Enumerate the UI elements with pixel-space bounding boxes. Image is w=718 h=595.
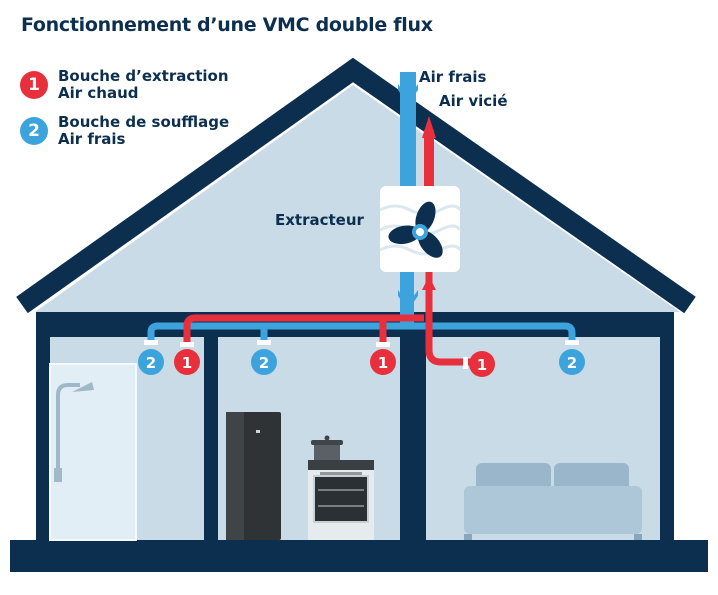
fan-icon — [388, 201, 443, 258]
stale-air-arrow-icon — [422, 116, 436, 138]
fridge-side — [226, 412, 244, 540]
pot-icon — [314, 444, 340, 460]
inner-wall-right — [400, 337, 426, 542]
legend-text-extraction: Bouche d’extraction Air chaud — [58, 68, 229, 102]
stale-air-duct-top — [424, 130, 434, 192]
legend-line: Air chaud — [58, 84, 139, 102]
vent-number: 1 — [182, 354, 192, 372]
attic-area — [35, 85, 680, 312]
stale-air-duct-return — [425, 272, 470, 366]
left-wall — [36, 312, 50, 542]
vent-badge-soufflage: 2 — [559, 349, 585, 375]
fresh-air-label: Air frais — [419, 68, 487, 86]
vent-badge-soufflage: 2 — [251, 349, 277, 375]
vent-badge-extraction: 1 — [370, 349, 396, 375]
roof — [16, 57, 696, 314]
stale-air-arrow-icon — [422, 276, 436, 290]
legend-item-extraction: 1 Bouche d’extraction Air chaud — [20, 68, 229, 102]
stale-air-collection-duct — [183, 314, 424, 346]
legend-badge-1: 1 — [20, 71, 48, 99]
diagram-title: Fonctionnement d’une VMC double flux — [21, 14, 433, 36]
fresh-air-distribution-duct — [147, 322, 576, 342]
fridge-handle — [256, 430, 260, 433]
sofa-leg — [634, 534, 642, 540]
shower-frame — [49, 363, 137, 541]
pot-knob — [324, 435, 330, 441]
vent-badge-extraction: 1 — [174, 349, 200, 375]
fresh-air-duct-bottom — [400, 272, 414, 324]
legend-line: Air frais — [58, 130, 126, 148]
vent-grille — [565, 340, 579, 345]
vent-grille — [144, 340, 158, 345]
floor — [10, 540, 708, 572]
pot-lid — [311, 440, 343, 445]
oven-handle — [320, 472, 362, 475]
vent-grille — [463, 357, 468, 369]
air-wave — [379, 244, 462, 256]
legend-line: Bouche d’extraction — [58, 67, 229, 85]
right-wall — [660, 312, 674, 542]
sofa-leg — [464, 534, 472, 540]
shower-head-icon — [72, 382, 94, 392]
vent-number: 1 — [477, 356, 487, 374]
vent-grille — [376, 342, 390, 347]
legend-text-soufflage: Bouche de soufflage Air frais — [58, 114, 229, 148]
stove-top — [308, 460, 374, 470]
shower-valve — [54, 468, 62, 482]
vent-number: 2 — [146, 354, 156, 372]
vent-grille — [180, 342, 194, 347]
fresh-air-arrow-icon — [398, 290, 418, 310]
vent-number: 1 — [378, 354, 388, 372]
legend-line: Bouche de soufflage — [58, 113, 230, 131]
legend-badge-2: 2 — [20, 117, 48, 145]
shower-pipe — [56, 383, 80, 470]
stale-air-label: Air vicié — [439, 92, 508, 110]
fresh-air-duct-top — [400, 72, 416, 192]
extractor-label: Extracteur — [275, 211, 364, 229]
vent-number: 2 — [259, 354, 269, 372]
sofa-base — [464, 486, 642, 534]
vent-badge-soufflage: 2 — [138, 349, 164, 375]
fresh-air-arrow-icon — [398, 84, 418, 104]
oven-door — [313, 475, 369, 523]
shower-glass — [50, 364, 136, 540]
vent-badge-extraction: 1 — [469, 351, 495, 377]
inner-wall-left — [204, 337, 218, 542]
legend-item-soufflage: 2 Bouche de soufflage Air frais — [20, 114, 229, 148]
vent-grille — [257, 340, 271, 345]
vent-number: 2 — [567, 354, 577, 372]
